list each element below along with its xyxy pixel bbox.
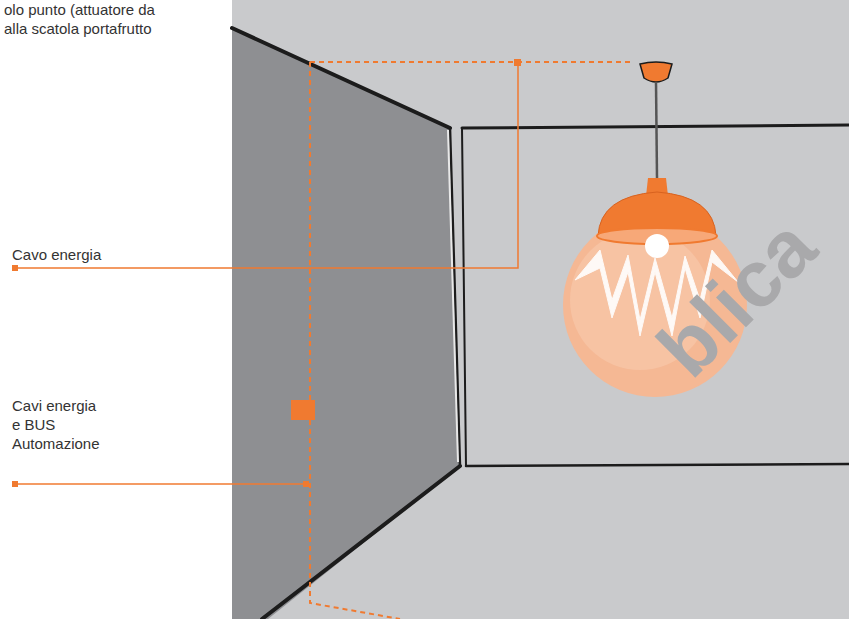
room-edges (232, 28, 849, 619)
actuator-box (291, 400, 315, 420)
room-ground (232, 0, 849, 619)
left-wall (232, 28, 460, 619)
callout-label: Cavo energia (12, 245, 212, 264)
callout-label: Cavi energia e BUS Automazione (12, 396, 102, 453)
leader-lines (12, 59, 521, 487)
callout-label: olo punto (attuatore da alla scatola por… (4, 0, 179, 38)
wall-highlight (448, 130, 458, 462)
